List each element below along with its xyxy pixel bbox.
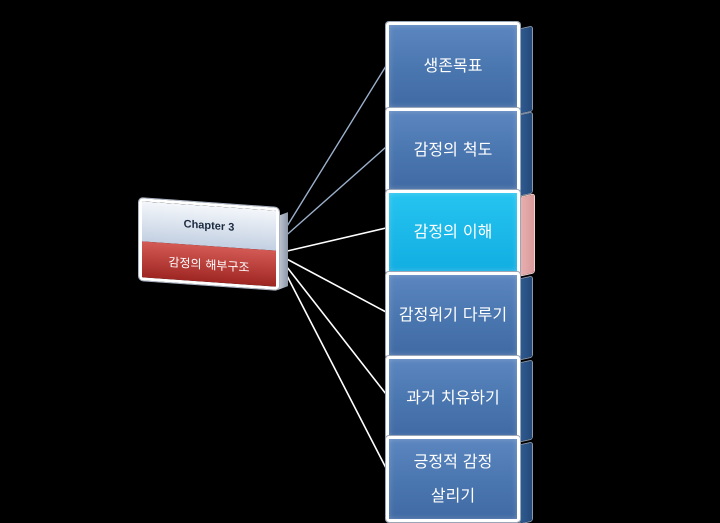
- node-side: [520, 112, 532, 196]
- node-emotion-scale: 감정의 척도: [386, 108, 520, 192]
- node-healing-past: 과거 치유하기: [386, 356, 520, 440]
- connector-line: [282, 267, 387, 469]
- node-emotion-understanding: 감정의 이해: [386, 190, 520, 274]
- node-side: [520, 442, 532, 523]
- chapter-box-side: [278, 212, 288, 290]
- node-label: 긍정적 감정 살리기: [413, 452, 493, 505]
- connector-line: [280, 65, 387, 237]
- node-label: 감정의 이해: [413, 222, 493, 241]
- node-side: [520, 276, 532, 360]
- node-label: 생존목표: [423, 56, 483, 75]
- connector-line: [280, 146, 387, 241]
- node-label: 감정위기 다루기: [398, 305, 508, 324]
- node-positive-emotion: 긍정적 감정 살리기: [386, 436, 520, 522]
- node-label: 과거 치유하기: [406, 388, 500, 407]
- connector-line: [282, 227, 387, 253]
- node-label: 감정의 척도: [413, 140, 493, 159]
- chapter-box: Chapter 3 감정의 해부구조: [139, 198, 279, 290]
- node-survival-goal: 생존목표: [386, 22, 520, 110]
- node-emotion-crisis: 감정위기 다루기: [386, 272, 520, 358]
- node-side: [520, 26, 532, 114]
- node-side: [520, 360, 532, 442]
- connector-line: [282, 256, 387, 313]
- node-side: [520, 194, 534, 276]
- connector-line: [282, 261, 387, 395]
